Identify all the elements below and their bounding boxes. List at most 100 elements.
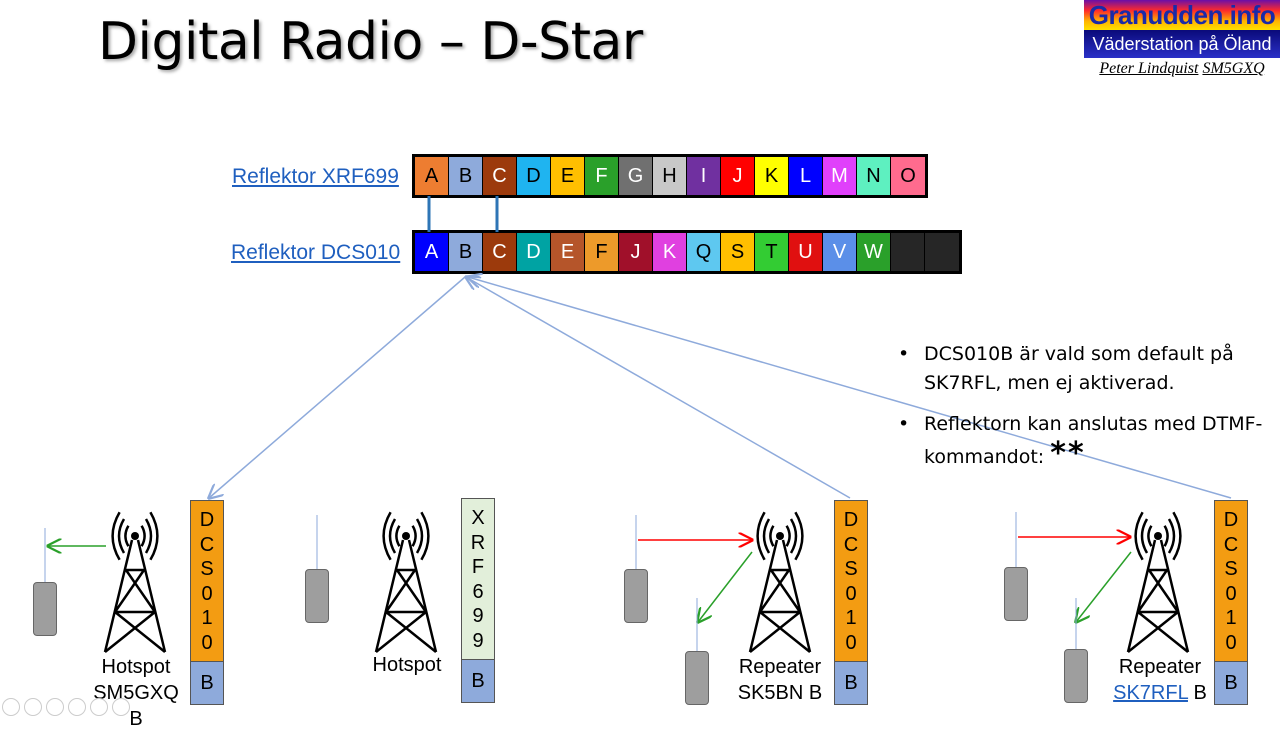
module-cell: F — [585, 157, 619, 195]
module-cell: M — [823, 157, 857, 195]
reflector-char: 1 — [1225, 607, 1237, 629]
module-cell: T — [755, 233, 789, 271]
bullet-list: • DCS010B är vald som default på SK7RFL,… — [898, 340, 1278, 484]
module-cell: I — [687, 157, 721, 195]
reflector-char: D — [199, 509, 215, 531]
module-cell: B — [449, 233, 483, 271]
dtmf-command: ** — [1050, 436, 1086, 471]
module-cell: E — [551, 233, 585, 271]
pen-icon — [46, 698, 64, 716]
arrow-from-sk5bn — [466, 277, 851, 499]
reflector-char: 0 — [1225, 582, 1237, 605]
reflector-char: 6 — [472, 580, 484, 603]
more-icon — [112, 698, 130, 716]
station-module-box: B — [190, 661, 224, 705]
reflector-char: F — [471, 556, 485, 578]
module-cell: L — [789, 157, 823, 195]
reflector-char: 1 — [845, 607, 857, 629]
next-slide-icon — [24, 698, 42, 716]
reflector-char: S — [200, 558, 214, 580]
reflector-char: 0 — [845, 631, 857, 654]
handheld-radio-icon — [624, 569, 648, 623]
station-module-box: B — [1214, 661, 1248, 705]
arrow-green-4 — [1076, 551, 1132, 622]
reflector-char: 0 — [201, 631, 213, 654]
module-cell: C — [483, 157, 517, 195]
reflector-char: X — [471, 507, 485, 529]
module-cell: D — [517, 233, 551, 271]
module-cell — [925, 233, 959, 271]
antenna-tower-icon — [748, 511, 812, 653]
module-cell: E — [551, 157, 585, 195]
handheld-radio-icon — [305, 569, 329, 623]
antenna-tower-icon — [1126, 511, 1190, 653]
callsign-link[interactable]: SM5GXQ — [1202, 60, 1265, 77]
reflector-char: 0 — [845, 582, 857, 605]
module-cell: F — [585, 233, 619, 271]
reflector-char: 0 — [201, 582, 213, 605]
reflector-char: 9 — [472, 629, 484, 652]
reflector-char: C — [1223, 533, 1239, 556]
zoom-icon — [90, 698, 108, 716]
reflector-xrf699-link[interactable]: Reflektor XRF699 — [232, 165, 399, 188]
arrow-from-sk7rfl — [468, 277, 1232, 499]
reflector-char: 9 — [472, 605, 484, 627]
reflector-char: 0 — [1225, 631, 1237, 654]
module-cell — [891, 233, 925, 271]
module-cell: C — [483, 233, 517, 271]
reflector-char: D — [843, 509, 859, 531]
logo-credit: Peter Lindquist SM5GXQ — [1084, 60, 1280, 78]
module-cell: K — [755, 157, 789, 195]
station-module-box: B — [461, 659, 495, 703]
reflector-dcs010-link[interactable]: Reflektor DCS010 — [231, 241, 401, 264]
module-cell: U — [789, 233, 823, 271]
slides-icon — [68, 698, 86, 716]
module-cell: W — [857, 233, 891, 271]
logo-site-name: Granudden.info — [1084, 0, 1280, 30]
prev-slide-icon — [2, 698, 20, 716]
bullet-item: • DCS010B är vald som default på SK7RFL,… — [898, 343, 1234, 394]
handheld-radio-icon — [1004, 567, 1028, 621]
station-label-repeater-sk7rfl: Repeater SK7RFL B — [1113, 656, 1207, 704]
module-cell: K — [653, 233, 687, 271]
module-cell: N — [857, 157, 891, 195]
antenna-tower-icon — [374, 511, 438, 653]
handheld-radio-icon — [33, 582, 57, 636]
module-cell: S — [721, 233, 755, 271]
reflector-char: S — [844, 558, 858, 580]
reflector-char: S — [1224, 558, 1238, 580]
module-cell: O — [891, 157, 925, 195]
reflector-char: D — [1223, 509, 1239, 531]
handheld-radio-icon — [1064, 649, 1088, 703]
module-cell: Q — [687, 233, 721, 271]
station-label-hotspot: Hotspot — [372, 654, 442, 676]
site-logo[interactable]: Granudden.info Väderstation på Öland Pet… — [1084, 0, 1280, 78]
module-cell: A — [415, 157, 449, 195]
module-cell: B — [449, 157, 483, 195]
module-cell: J — [721, 157, 755, 195]
station-label-repeater-sk5bn: Repeater SK5BN B — [737, 656, 823, 704]
sk7rfl-link[interactable]: SK7RFL — [1113, 682, 1188, 704]
antenna-tower-icon — [103, 511, 167, 653]
module-cell: A — [415, 233, 449, 271]
reflector-char: C — [843, 533, 859, 556]
module-cell: G — [619, 157, 653, 195]
station-module-box: B — [834, 661, 868, 705]
arrow-green-3 — [698, 551, 753, 622]
logo-subtitle: Väderstation på Öland — [1084, 30, 1280, 58]
module-cell: H — [653, 157, 687, 195]
author-link[interactable]: Peter Lindquist — [1099, 60, 1199, 77]
slide-nav-controls[interactable] — [2, 698, 130, 716]
bullet-item: • Reflektorn kan anslutas med DTMF-komma… — [898, 413, 1263, 471]
arrow-to-hotspot-sm5gxq — [209, 276, 466, 498]
reflector-char: 1 — [201, 607, 213, 629]
module-cell: J — [619, 233, 653, 271]
module-cell: D — [517, 157, 551, 195]
page-title: Digital Radio – D-Star — [98, 12, 643, 72]
